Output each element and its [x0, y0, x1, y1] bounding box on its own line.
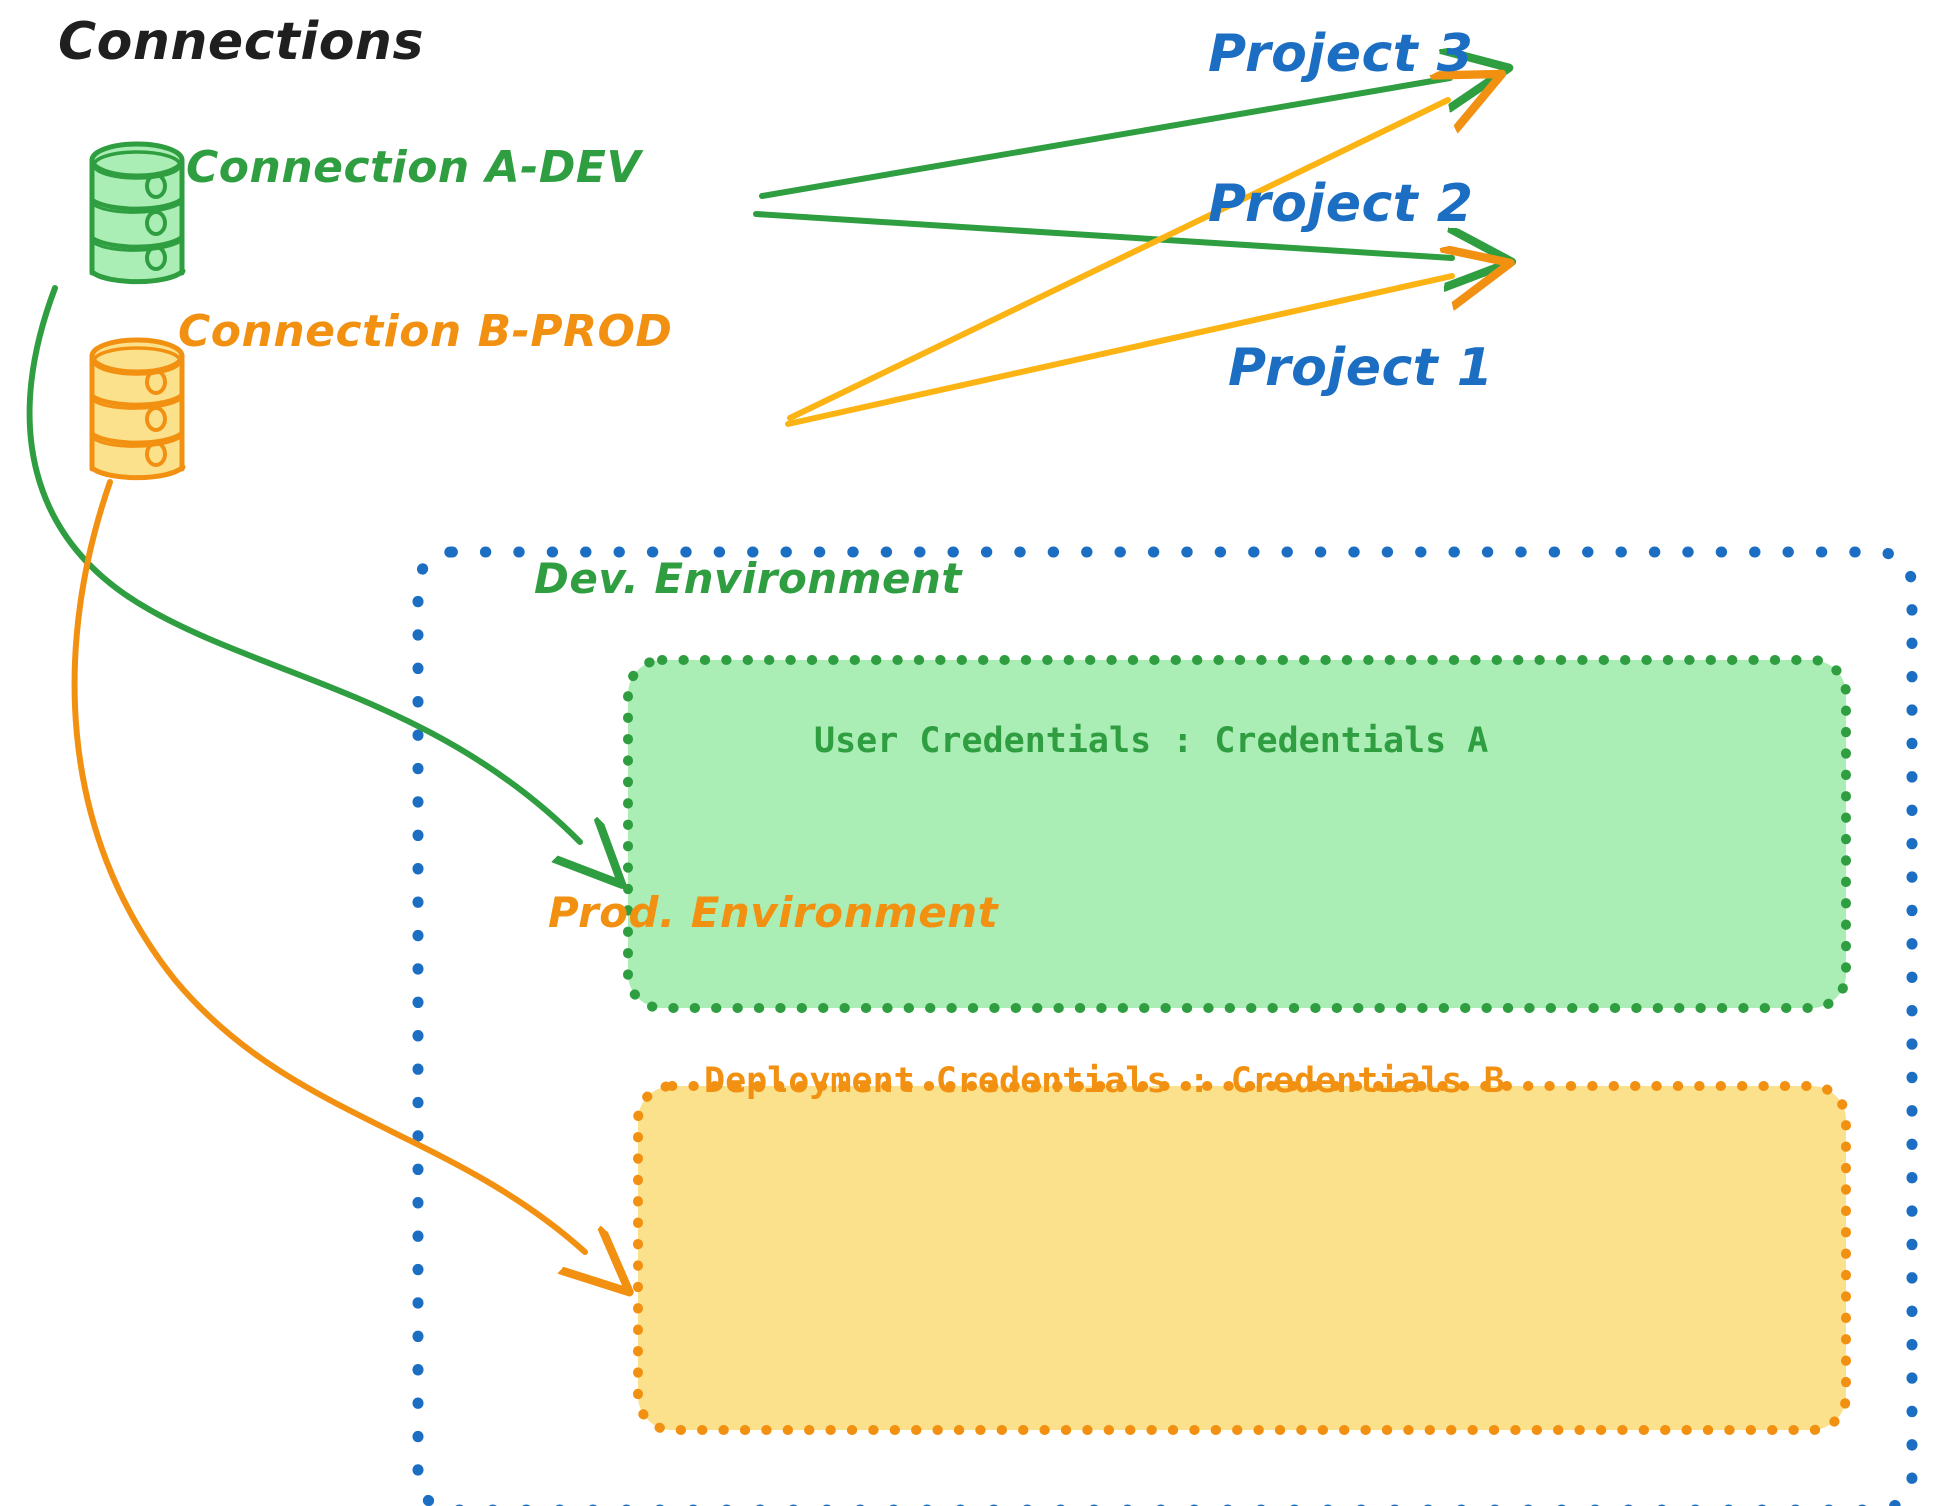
dev-environment-border — [623, 655, 1851, 1013]
dev-environment-box[interactable] — [623, 655, 1851, 1013]
prod-environment-title: Prod. Environment — [548, 888, 999, 937]
prod-environment-box[interactable] — [633, 1081, 1851, 1435]
connection-b-prod-label[interactable]: Connection B-PROD — [178, 306, 673, 357]
project-1-label[interactable]: Project 1 — [1228, 338, 1494, 398]
edge-conn-a-to-dev-environment — [26, 285, 580, 842]
project-2-label[interactable]: Project 2 — [1208, 174, 1474, 234]
project-3-label[interactable]: Project 3 — [1208, 24, 1474, 84]
prod-environment-credentials: Deployment Credentials : Credentials B — [704, 1061, 1505, 1101]
database-cylinder-icon-orange[interactable] — [89, 337, 186, 481]
edge-conn-b-to-project-2 — [785, 276, 1452, 427]
edge-conn-b-to-prod-environment — [71, 479, 585, 1252]
project-1-container — [412, 546, 1918, 1506]
connection-a-dev-label[interactable]: Connection A-DEV — [186, 142, 642, 193]
prod-environment-border — [633, 1081, 1851, 1435]
edge-conn-a-to-project-3 — [759, 78, 1450, 199]
edge-conn-a-to-project-2 — [753, 211, 1452, 258]
database-cylinder-icon-green[interactable] — [89, 141, 186, 285]
dev-environment-credentials: User Credentials : Credentials A — [814, 721, 1489, 761]
page-title: Connections — [58, 12, 424, 72]
project-1-boundary — [412, 546, 1918, 1506]
dev-environment-title: Dev. Environment — [534, 554, 962, 603]
edge-conn-b-to-project-3 — [787, 100, 1448, 421]
